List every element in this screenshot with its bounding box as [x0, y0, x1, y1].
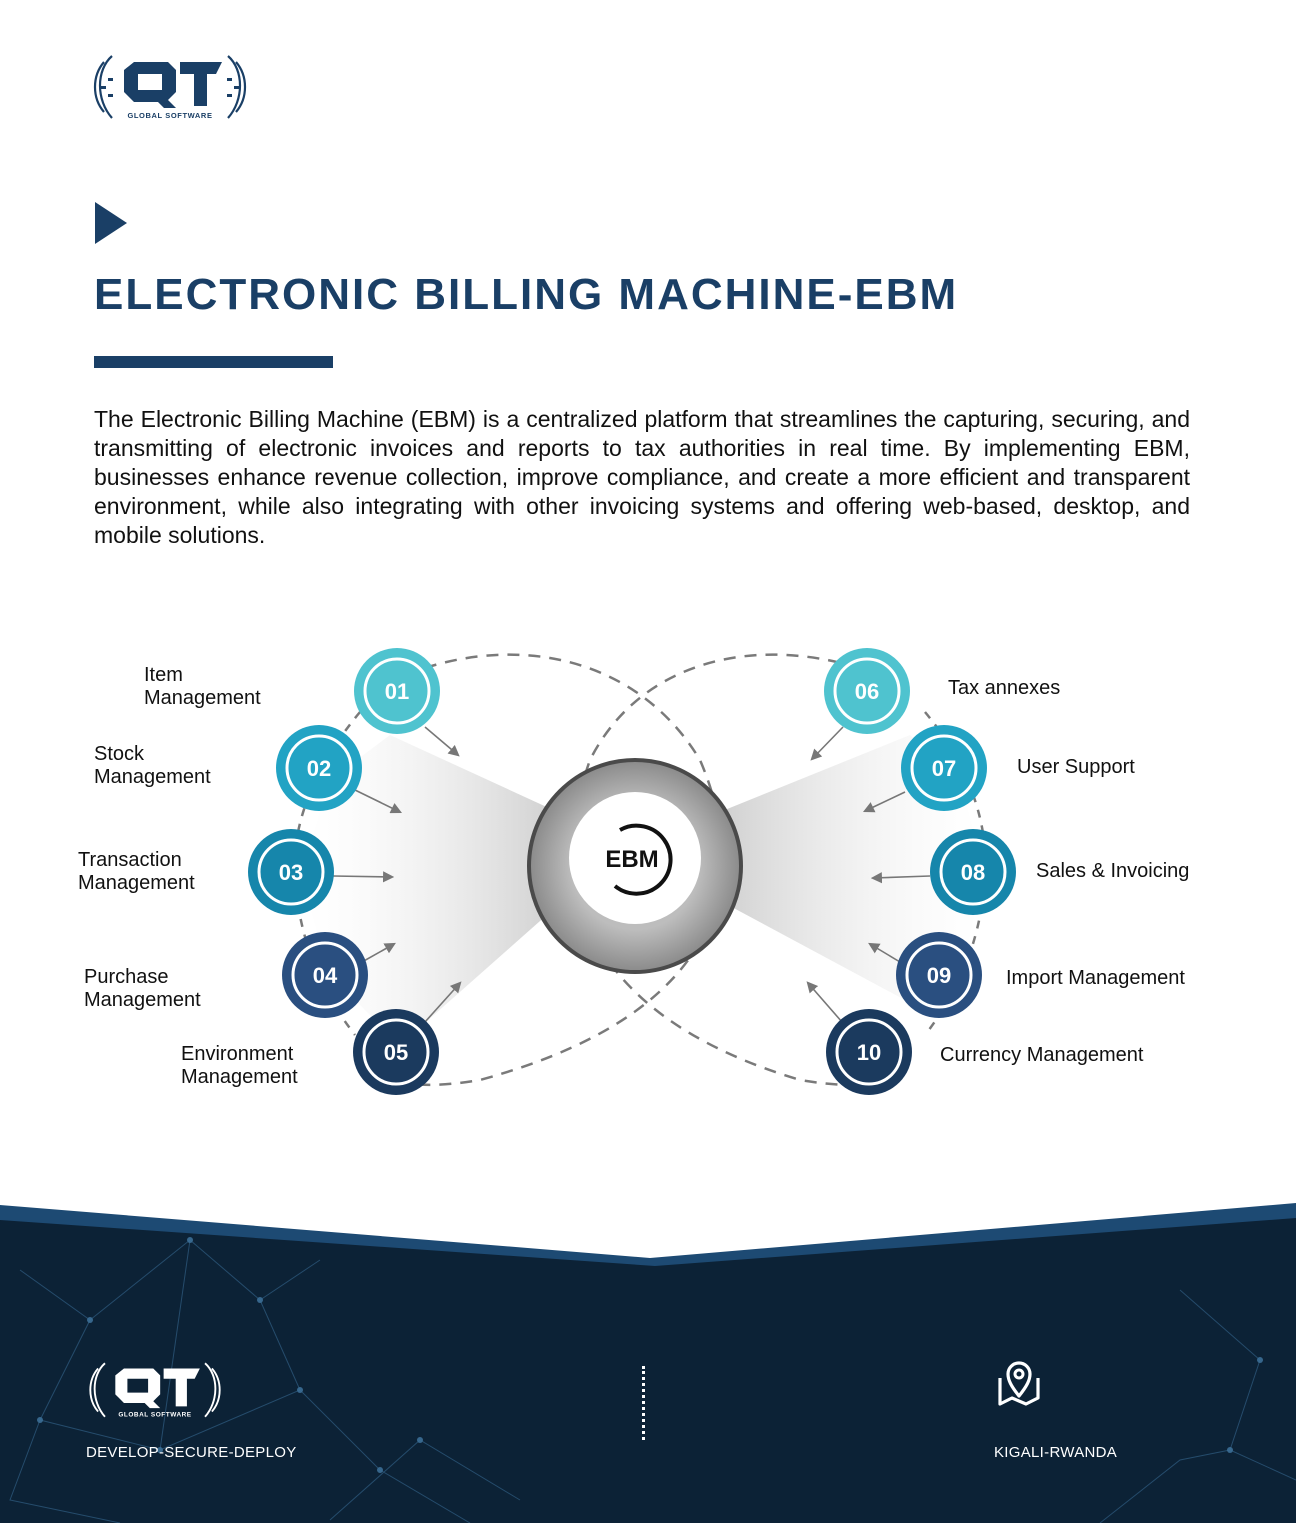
feature-number: 08 [961, 860, 985, 885]
intro-paragraph: The Electronic Billing Machine (EBM) is … [94, 406, 1190, 548]
page-title: ELECTRONIC BILLING MACHINE-EBM [94, 270, 959, 319]
feature-node: 10 Currency Management [826, 1009, 1144, 1095]
feature-label: Tax annexes [948, 677, 1060, 699]
connector-arrows [332, 726, 931, 1023]
feature-node: 08 Sales & Invoicing [930, 829, 1189, 915]
feature-label: Currency Management [940, 1044, 1144, 1066]
feature-number: 04 [313, 963, 338, 988]
feature-node-inner [910, 734, 978, 802]
map-pin-icon [998, 1361, 1040, 1406]
feature-node: 06 Tax annexes [824, 648, 1060, 734]
title-underline [94, 356, 333, 368]
footer-tagline: DEVELOP-SECURE-DEPLOY [86, 1444, 297, 1461]
feature-node-inner [285, 734, 353, 802]
qt-logo: GLOBAL SOFTWARE [93, 55, 247, 120]
logo-subtitle: GLOBAL SOFTWARE [127, 111, 212, 120]
footer-qt-logo: GLOBAL SOFTWARE [89, 1362, 221, 1419]
feature-node-inner [291, 941, 359, 1009]
feature-number: 10 [857, 1040, 881, 1065]
feature-number: 02 [307, 756, 331, 781]
feature-label: Sales & Invoicing [1036, 860, 1189, 882]
feature-node-inner [835, 1018, 903, 1086]
feature-number: 01 [385, 679, 409, 704]
feature-node-inner [362, 1018, 430, 1086]
feature-label: Import Management [1006, 967, 1185, 989]
feature-node-inner [257, 838, 325, 906]
footer-divider [642, 1366, 649, 1440]
feature-label: User Support [1017, 756, 1135, 778]
feature-node-inner [905, 941, 973, 1009]
footer-location: KIGALI-RWANDA [994, 1444, 1118, 1461]
feature-node-inner [939, 838, 1007, 906]
footer-background [0, 1203, 1296, 1523]
play-arrow-icon [95, 202, 127, 244]
feature-number: 03 [279, 860, 303, 885]
ebm-center: EBM [527, 758, 743, 974]
funnel-shapes [300, 735, 985, 1045]
footer-logo-subtitle: GLOBAL SOFTWARE [118, 1412, 191, 1419]
feature-node: 09 Import Management [896, 932, 1185, 1018]
feature-number: 07 [932, 756, 956, 781]
feature-number: 09 [927, 963, 951, 988]
feature-number: 06 [855, 679, 879, 704]
feature-node-inner [833, 657, 901, 725]
feature-node-inner [363, 657, 431, 725]
ebm-center-label: EBM [605, 846, 658, 873]
feature-node: 07 User Support [901, 725, 1135, 811]
feature-number: 05 [384, 1040, 408, 1065]
